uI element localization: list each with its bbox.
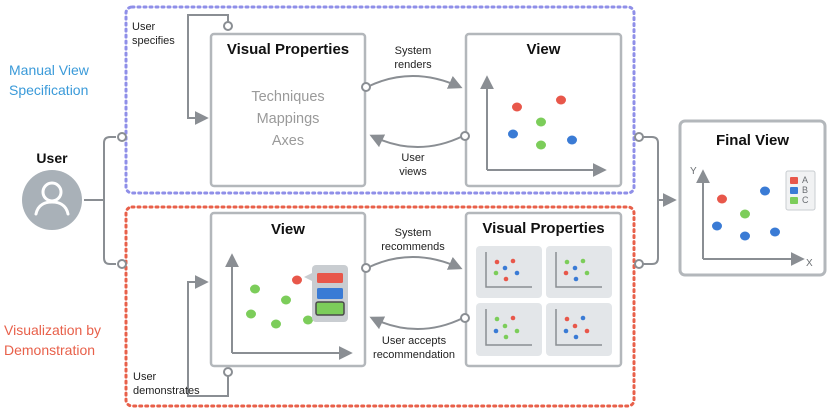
data-point bbox=[508, 129, 518, 139]
final-view-axes bbox=[696, 169, 805, 266]
user-views-label: User views bbox=[380, 151, 446, 179]
visual-property-mappings: Mappings bbox=[256, 111, 320, 127]
manual-exit-port bbox=[634, 132, 644, 142]
recommendation-thumbnail bbox=[546, 246, 612, 298]
data-point bbox=[567, 135, 577, 145]
visual-property-techniques: Techniques bbox=[251, 89, 325, 105]
user-accepts-line2: recommendation bbox=[373, 349, 455, 361]
manual-view-points bbox=[508, 95, 577, 150]
data-point bbox=[536, 140, 546, 150]
final-view-points bbox=[712, 186, 780, 241]
user-demonstrates-port bbox=[223, 367, 233, 377]
system-recommends-line2: recommends bbox=[381, 241, 445, 253]
user-views-line2: views bbox=[399, 166, 427, 178]
data-point bbox=[717, 194, 727, 204]
user-specifies-line1: User bbox=[132, 21, 156, 33]
user-views-arrow bbox=[369, 134, 464, 148]
demo-section-label: Visualization by Demonstration bbox=[4, 320, 101, 360]
demo-exit-port bbox=[634, 259, 644, 269]
user-connectors bbox=[84, 136, 116, 265]
manual-section-border bbox=[124, 5, 636, 195]
data-point bbox=[303, 315, 313, 325]
user-demonstrates-line2: demonstrates bbox=[133, 385, 200, 397]
recommendation-thumbnails bbox=[476, 246, 612, 356]
manual-view-box bbox=[464, 32, 623, 188]
demo-view-axes bbox=[225, 253, 353, 360]
demo-visual-properties-title: Visual Properties bbox=[482, 220, 605, 237]
data-point bbox=[770, 227, 780, 237]
system-recommends-line1: System bbox=[394, 227, 432, 239]
final-view-legend-labels: A B C bbox=[802, 175, 809, 205]
user-demonstrates-line1: User bbox=[133, 371, 157, 383]
data-point bbox=[536, 117, 546, 127]
demo-view-title: View bbox=[271, 221, 305, 238]
system-recommends-arrow bbox=[366, 256, 463, 270]
data-point bbox=[740, 231, 750, 241]
legend-label-a: A bbox=[802, 175, 809, 185]
visual-properties-list: Techniques Mappings Axes bbox=[211, 86, 365, 152]
final-view-x-label: X bbox=[806, 258, 813, 269]
demo-view-box bbox=[209, 211, 367, 368]
data-point bbox=[292, 275, 302, 285]
data-point bbox=[271, 319, 281, 329]
encoding-red-swatch bbox=[317, 273, 343, 283]
encoding-picker bbox=[304, 265, 348, 322]
user-label: User bbox=[36, 150, 68, 166]
demo-entry-port bbox=[117, 259, 127, 269]
data-point bbox=[246, 309, 256, 319]
data-point bbox=[760, 186, 770, 196]
manual-visual-properties-title: Visual Properties bbox=[226, 41, 350, 58]
user-demonstrates-label: User demonstrates bbox=[133, 370, 200, 398]
data-point bbox=[740, 209, 750, 219]
user-specifies-line2: specifies bbox=[132, 35, 175, 47]
system-renders-label: System renders bbox=[380, 44, 446, 72]
encoding-blue-swatch bbox=[317, 288, 343, 299]
merge-connectors bbox=[643, 136, 677, 265]
system-renders-arrow bbox=[366, 75, 463, 89]
data-point bbox=[712, 221, 722, 231]
manual-section-label: Manual View Specification bbox=[9, 60, 89, 100]
system-renders-line1: System bbox=[394, 45, 432, 57]
recommendation-thumbnail bbox=[546, 303, 612, 356]
manual-section-label-line1: Manual View bbox=[9, 62, 89, 78]
manual-section-label-line2: Specification bbox=[9, 82, 89, 98]
data-point bbox=[556, 95, 566, 105]
user-icon bbox=[22, 170, 82, 230]
user-accepts-arrow bbox=[369, 316, 464, 330]
manual-visual-properties-box bbox=[209, 32, 367, 188]
data-point bbox=[250, 284, 260, 294]
final-view-y-label: Y bbox=[690, 166, 697, 177]
user-views-line1: User bbox=[401, 152, 425, 164]
final-view-legend bbox=[785, 170, 816, 211]
final-view-title: Final View bbox=[715, 132, 790, 149]
system-renders-line2: renders bbox=[394, 59, 432, 71]
recommendation-thumbnail bbox=[476, 303, 542, 356]
manual-view-title: View bbox=[526, 41, 561, 58]
encoding-green-swatch bbox=[315, 301, 345, 316]
recommendation-thumbnail bbox=[476, 246, 542, 298]
demo-section-label-line2: Demonstration bbox=[4, 342, 96, 358]
user-specifies-port bbox=[223, 21, 233, 31]
system-recommends-label: System recommends bbox=[370, 226, 456, 254]
data-point bbox=[281, 295, 291, 305]
demo-section-border bbox=[124, 205, 636, 408]
visual-property-axes: Axes bbox=[271, 133, 305, 149]
user-demonstrates-arrow bbox=[187, 275, 229, 397]
manual-entry-port bbox=[117, 132, 127, 142]
demo-view-points bbox=[246, 275, 313, 329]
demo-section-label-line1: Visualization by bbox=[4, 322, 102, 338]
user-accepts-line1: User accepts bbox=[381, 335, 447, 347]
user-accepts-label: User accepts recommendation bbox=[366, 334, 462, 362]
user-specifies-label: User specifies bbox=[132, 20, 175, 48]
legend-label-c: C bbox=[802, 195, 809, 205]
data-point bbox=[512, 102, 522, 112]
legend-label-b: B bbox=[802, 185, 809, 195]
final-view-box bbox=[678, 119, 827, 277]
manual-view-axes bbox=[480, 75, 607, 177]
user-specifies-arrow bbox=[187, 14, 229, 125]
